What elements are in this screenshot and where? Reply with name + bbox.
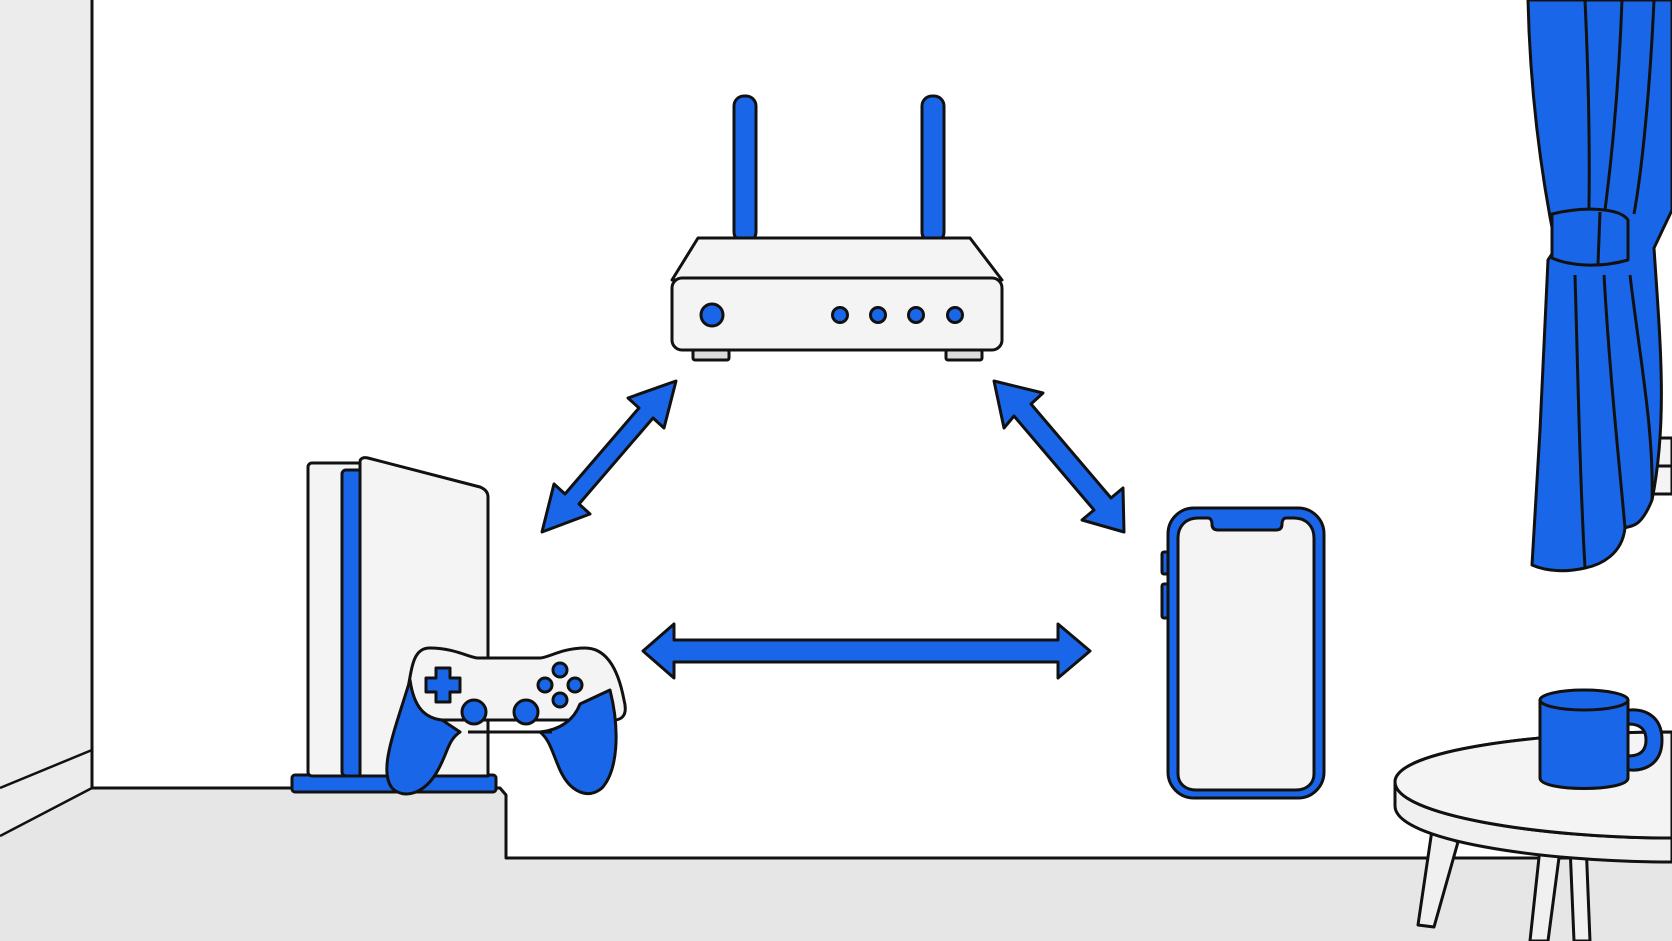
arrow-router-phone — [992, 379, 1126, 534]
router-status-led — [831, 306, 849, 324]
thumbstick-left — [460, 698, 488, 726]
dpad-icon — [424, 666, 462, 704]
router-status-led — [946, 306, 964, 324]
arrow-router-console — [540, 379, 678, 534]
router-power-led — [699, 302, 725, 328]
face-button — [551, 661, 569, 679]
router-status-led — [907, 306, 925, 324]
side-wall — [0, 0, 92, 836]
gamepad-icon — [385, 646, 627, 796]
phone-screen — [1176, 516, 1316, 792]
smartphone-icon — [1160, 506, 1326, 800]
face-button — [551, 691, 569, 709]
arrow-console-phone — [641, 622, 1092, 680]
game-console-icon — [290, 456, 498, 794]
connection-arrows — [540, 379, 1126, 680]
wifi-router-icon — [670, 94, 1004, 362]
curtain-icon — [1526, 0, 1672, 573]
router-status-led — [869, 306, 887, 324]
mug-icon — [1538, 688, 1664, 790]
floor — [0, 788, 1672, 941]
router-antenna-right — [920, 94, 946, 244]
router-antenna-left — [732, 94, 758, 244]
face-button — [566, 676, 584, 694]
thumbstick-right — [512, 698, 540, 726]
face-button — [536, 676, 554, 694]
